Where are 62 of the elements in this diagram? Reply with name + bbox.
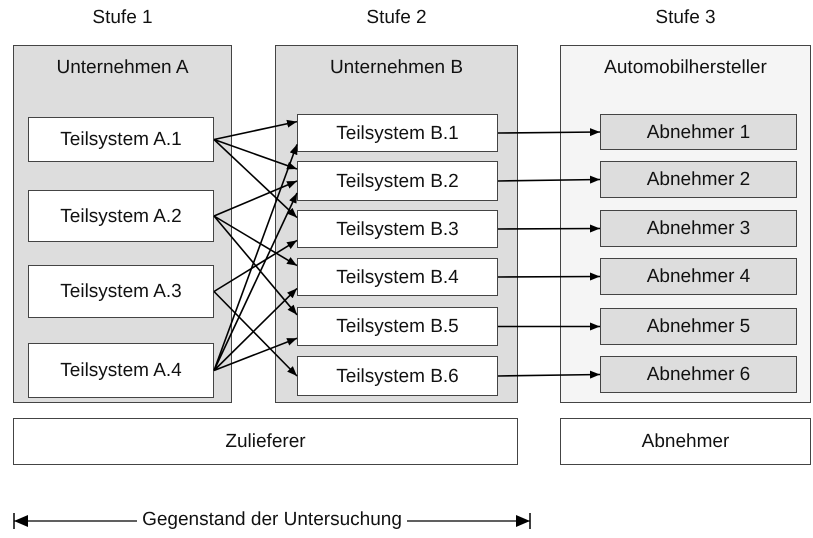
customer-box: [600, 210, 797, 247]
stage-label: Stufe 1: [92, 8, 153, 27]
node-text: Teilsystem A.4: [60, 361, 182, 380]
node-text: Abnehmer 2: [646, 170, 750, 189]
node-text: Teilsystem A.1: [60, 130, 182, 149]
arrow: [498, 370, 600, 379]
arrow: [213, 138, 298, 218]
subsystem-box: [28, 265, 214, 318]
node-text: Abnehmer 1: [646, 122, 750, 142]
arrow: [214, 120, 298, 140]
stage-label: Stufe 2: [366, 8, 427, 27]
subsystem-box: [28, 343, 214, 398]
node-text: Unternehmen A: [56, 58, 189, 77]
category-box: [560, 418, 811, 465]
node-text: Teilsystem A.3: [60, 282, 182, 301]
arrow: [498, 128, 600, 136]
arrow: [498, 272, 600, 281]
subsystem-box: [28, 117, 214, 162]
node-text: Teilsystem B.6: [336, 366, 459, 386]
company-group-box: [560, 45, 811, 403]
node-text: Abnehmer 3: [646, 219, 750, 238]
dimension-label: Gegenstand der Untersuchung: [137, 510, 407, 529]
arrow: [213, 144, 298, 371]
arrow: [214, 138, 298, 170]
node-text: Teilsystem B.1: [336, 124, 459, 142]
arrow: [214, 240, 298, 292]
node-text: Zulieferer: [225, 432, 306, 451]
customer-box: [600, 114, 797, 150]
node-text: Teilsystem B.3: [336, 220, 459, 238]
subsystem-box: [297, 161, 498, 201]
arrow: [214, 337, 298, 372]
company-group-box: [13, 45, 232, 403]
node-text: Abnehmer: [642, 432, 730, 451]
arrow: [498, 224, 600, 233]
category-box: [13, 418, 518, 465]
customer-box: [600, 356, 797, 393]
arrow: [213, 192, 298, 371]
node-text: Teilsystem B.2: [336, 172, 459, 190]
subsystem-box: [297, 356, 498, 396]
node-text: Teilsystem B.5: [336, 317, 459, 336]
node-text: Abnehmer 4: [646, 267, 750, 286]
subsystem-box: [297, 258, 498, 296]
arrow: [498, 176, 600, 184]
node-text: Abnehmer 5: [646, 317, 750, 336]
customer-box: [600, 161, 797, 198]
customer-box: [600, 258, 797, 295]
arrow: [214, 215, 298, 266]
node-text: Abnehmer 6: [646, 365, 750, 384]
stage-label: Stufe 3: [655, 8, 716, 27]
subsystem-box: [297, 307, 498, 346]
arrow: [214, 180, 298, 217]
arrow: [213, 215, 298, 316]
company-group-box: [275, 45, 518, 403]
arrow: [498, 322, 600, 330]
node-text: Unternehmen B: [330, 58, 464, 77]
subsystem-box: [297, 210, 498, 248]
node-text: Teilsystem B.4: [336, 268, 459, 286]
customer-box: [600, 308, 797, 345]
node-text: Teilsystem A.2: [60, 206, 182, 226]
subsystem-box: [297, 114, 498, 152]
node-text: Automobilhersteller: [604, 58, 767, 77]
subsystem-box: [28, 190, 214, 242]
